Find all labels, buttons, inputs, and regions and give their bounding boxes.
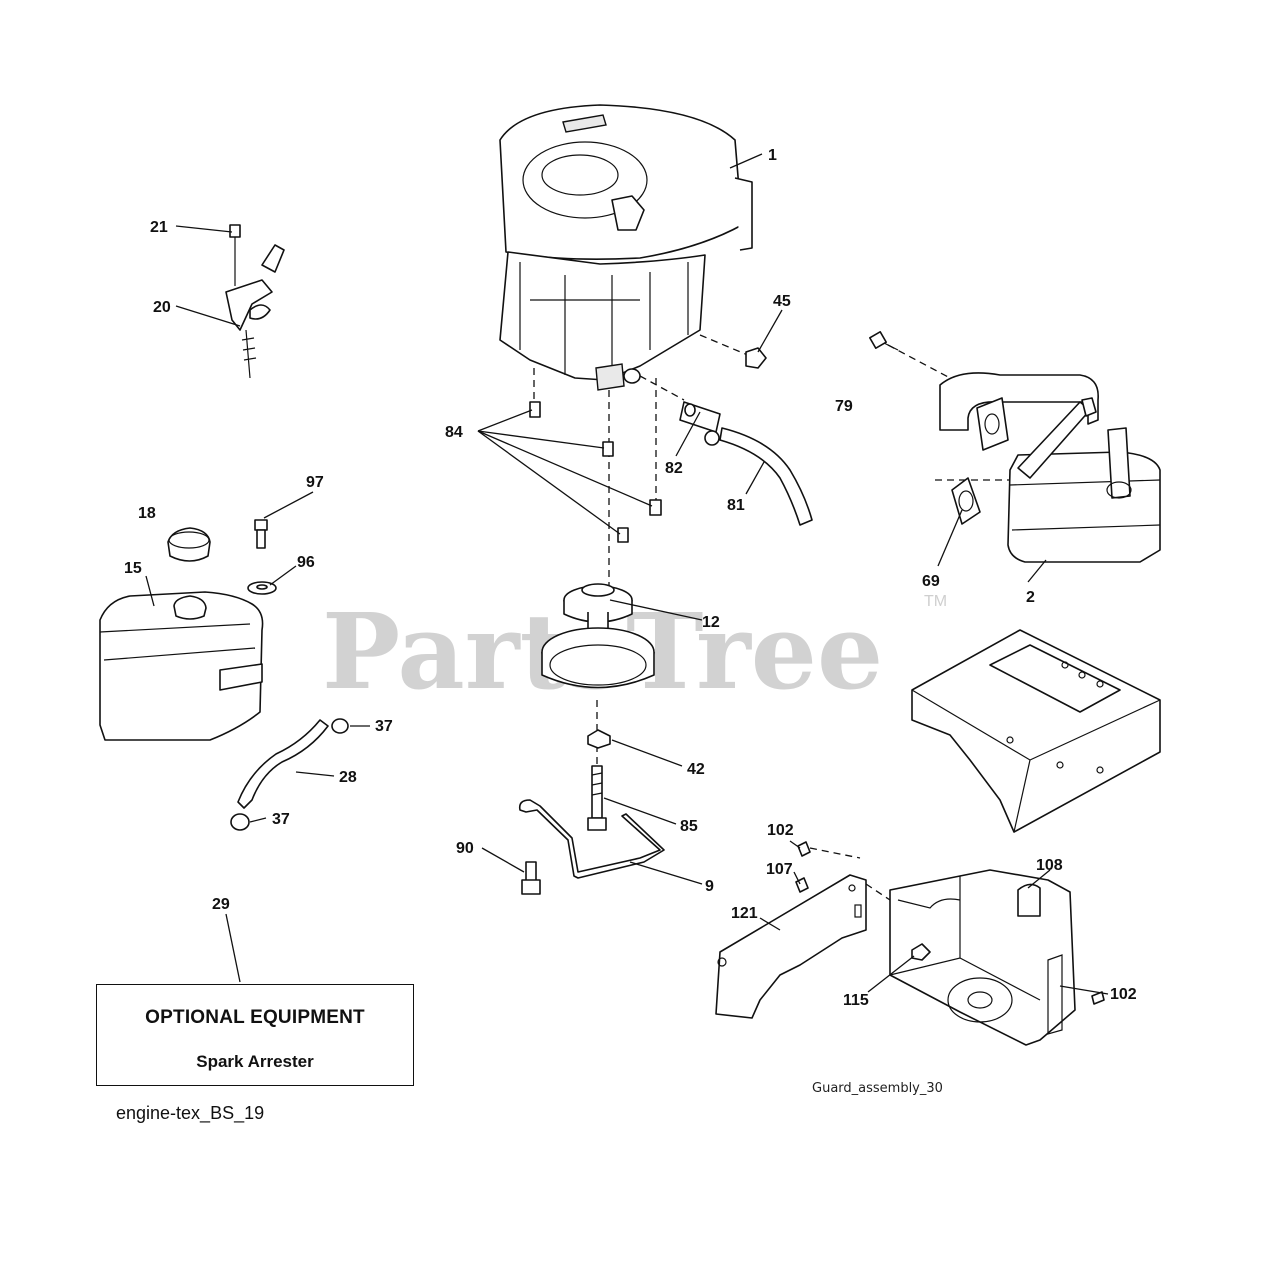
fuel-pump-part[interactable] bbox=[679, 401, 721, 446]
mount-plate-part[interactable] bbox=[911, 629, 1161, 833]
callout-29: 29 bbox=[212, 896, 230, 913]
callout-9: 9 bbox=[705, 878, 714, 895]
callout-21: 21 bbox=[150, 219, 168, 236]
screw-part[interactable] bbox=[254, 519, 268, 549]
callout-90: 90 bbox=[456, 840, 474, 857]
bolt-part[interactable] bbox=[529, 401, 662, 543]
diagram-id-caption: engine-tex_BS_19 bbox=[116, 1103, 265, 1123]
nut-part[interactable] bbox=[745, 347, 767, 369]
fuel-hose-part[interactable] bbox=[237, 719, 329, 809]
guard-box-part[interactable] bbox=[889, 869, 1076, 1046]
fuel-tank-part[interactable] bbox=[99, 591, 264, 741]
washer-part[interactable] bbox=[247, 581, 277, 595]
callout-18: 18 bbox=[138, 505, 156, 522]
callout-69: 69 bbox=[922, 573, 940, 590]
callout-37: 37 bbox=[272, 811, 290, 828]
callout-45: 45 bbox=[773, 293, 791, 310]
callout-28: 28 bbox=[339, 769, 357, 786]
callout-12: 12 bbox=[702, 614, 720, 631]
screw-part[interactable] bbox=[869, 331, 899, 351]
callout-102: 102 bbox=[767, 822, 794, 839]
optional-equipment-title: OPTIONAL EQUIPMENT bbox=[145, 1007, 365, 1028]
washer-part[interactable] bbox=[587, 729, 611, 749]
callout-85: 85 bbox=[680, 818, 698, 835]
fuel-line-part[interactable] bbox=[719, 427, 813, 526]
optional-equipment-box: OPTIONAL EQUIPMENT Spark Arrester bbox=[96, 984, 414, 1086]
callout-97: 97 bbox=[306, 474, 324, 491]
pulley-part[interactable] bbox=[541, 583, 655, 689]
callout-2: 2 bbox=[1026, 589, 1035, 606]
engine-part[interactable] bbox=[499, 104, 753, 391]
nut-part[interactable] bbox=[911, 943, 931, 961]
callout-82: 82 bbox=[665, 460, 683, 477]
screw-part[interactable] bbox=[795, 841, 1105, 1005]
fuel-cap-part[interactable] bbox=[167, 527, 211, 562]
watermark-tm: TM bbox=[924, 593, 947, 610]
callout-96: 96 bbox=[297, 554, 315, 571]
bolt-part[interactable] bbox=[521, 861, 541, 895]
callout-42: 42 bbox=[687, 761, 705, 778]
guard-plate-part[interactable] bbox=[715, 874, 867, 1019]
gasket-upper-part[interactable] bbox=[976, 397, 1009, 451]
throttle-bracket-part[interactable] bbox=[225, 224, 285, 379]
callout-37: 37 bbox=[375, 718, 393, 735]
bracket-part[interactable] bbox=[518, 799, 665, 879]
callout-1: 1 bbox=[768, 147, 777, 164]
callout-79: 79 bbox=[835, 398, 853, 415]
callout-84: 84 bbox=[445, 424, 463, 441]
guard-assembly-caption: Guard_assembly_30 bbox=[812, 1081, 943, 1096]
hose-clamp-part[interactable] bbox=[230, 718, 349, 831]
callout-81: 81 bbox=[727, 497, 745, 514]
callout-107: 107 bbox=[766, 861, 793, 878]
muffler-part[interactable] bbox=[939, 372, 1161, 563]
bolt-part[interactable] bbox=[587, 765, 607, 831]
callout-108: 108 bbox=[1036, 857, 1063, 874]
callout-20: 20 bbox=[153, 299, 171, 316]
callout-121: 121 bbox=[731, 905, 758, 922]
callout-115: 115 bbox=[843, 992, 869, 1009]
gasket-part[interactable] bbox=[951, 477, 981, 525]
callout-102: 102 bbox=[1110, 986, 1137, 1003]
callout-15: 15 bbox=[124, 560, 142, 577]
spark-arrester-label: Spark Arrester bbox=[196, 1052, 314, 1071]
